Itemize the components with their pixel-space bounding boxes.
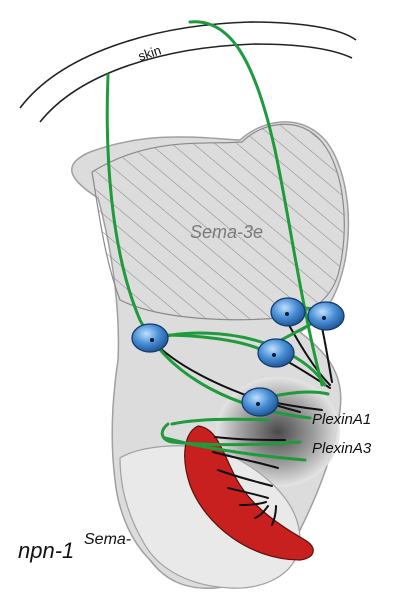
skin-line-inner <box>40 44 352 122</box>
neuron-cell <box>271 298 305 326</box>
nucleus-dot <box>256 402 260 406</box>
nucleus-dot <box>322 316 326 320</box>
receptor-label-plexina1: PlexinA1 <box>312 411 371 428</box>
genotype-superscript: Sema- <box>84 531 131 548</box>
nucleus-dot <box>272 353 276 357</box>
neuron-cell <box>132 324 168 352</box>
skin-line-outer <box>20 22 356 108</box>
neuron-cell <box>308 302 344 330</box>
genotype-main: npn-1 <box>18 538 74 563</box>
skin-label: skin <box>136 42 163 63</box>
skin-layer: skin <box>20 22 356 122</box>
nucleus-dot <box>150 338 154 342</box>
receptor-label-plexina3: PlexinA3 <box>312 440 372 457</box>
nucleus-dot <box>285 312 289 316</box>
genotype-label: npn-1 Sema- <box>18 531 131 563</box>
neuron-cell <box>242 388 278 416</box>
region-label: Sema-3e <box>190 222 263 242</box>
neuron-cell <box>258 339 294 367</box>
